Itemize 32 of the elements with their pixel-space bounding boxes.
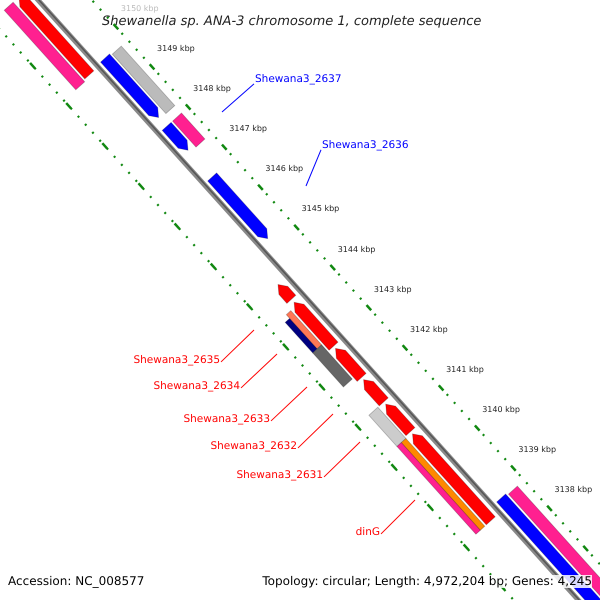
tick-label: 3150 kbp — [120, 4, 159, 14]
leader-line — [220, 330, 254, 362]
tick-label: 3149 kbp — [157, 44, 195, 54]
gene-label: Shewana3_2637 — [255, 74, 342, 86]
leader-line — [240, 354, 278, 388]
tick-label: 3138 kbp — [554, 486, 592, 496]
tick-label: 3145 kbp — [302, 205, 340, 214]
leader-line — [270, 386, 308, 422]
tick-label: 3147 kbp — [229, 125, 267, 134]
leader-line — [324, 442, 360, 478]
tick-label: 3140 kbp — [482, 406, 520, 415]
tick-label: 3143 kbp — [374, 286, 412, 294]
leader-line — [380, 500, 416, 534]
leader-line — [298, 414, 334, 448]
gene-label: Shewana3_2633 — [183, 414, 270, 426]
gene-label: Shewana3_2635 — [133, 355, 220, 367]
gene-label: Shewana3_2636 — [322, 140, 409, 152]
title: Shewanella sp. ANA-3 chromosome 1, complete sequence — [102, 15, 482, 30]
accession-text: Accession: NC_008577 — [8, 575, 144, 588]
tick-label: 3141 kbp — [446, 366, 484, 375]
tick-label: 3146 kbp — [265, 165, 304, 174]
topology-text: Topology: circular; Length: 4,972,204 bp; Genes: 4,245 — [262, 575, 592, 588]
leader-line — [306, 149, 322, 186]
tick-label: 3148 kbp — [193, 85, 231, 94]
gene-label: Shewana3_2631 — [236, 470, 323, 482]
tick-label: 3142 kbp — [410, 326, 448, 335]
leader-line — [222, 83, 254, 112]
tick-label: 3144 kbp — [338, 246, 376, 254]
gene-label: dinG — [356, 527, 380, 539]
tick-label: 3139 kbp — [518, 446, 556, 455]
gene-label: Shewana3_2634 — [153, 381, 240, 393]
gene-label: Shewana3_2632 — [210, 441, 297, 453]
